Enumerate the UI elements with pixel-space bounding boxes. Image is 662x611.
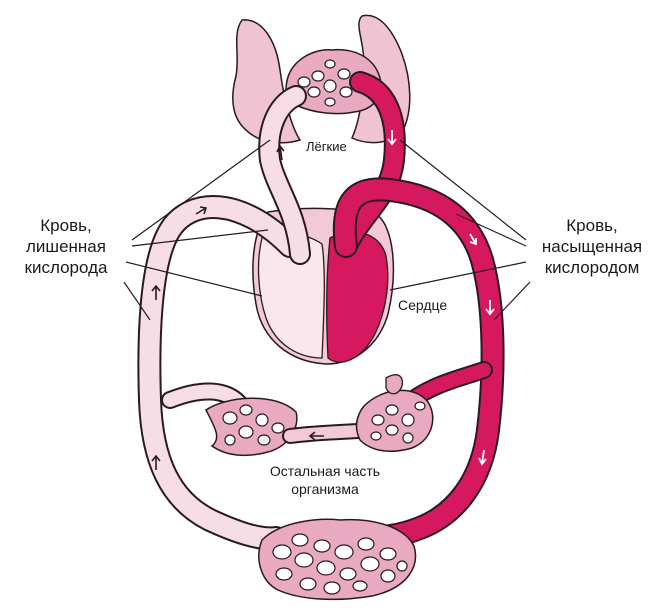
deoxygenated-label-line1: Кровь, <box>0 215 132 236</box>
deoxygenated-label-line2: лишенная <box>0 236 132 257</box>
lungs-label: Лёгкие <box>306 138 347 155</box>
oxygenated-label-line3: кислородом <box>522 257 662 278</box>
body-label-line1: Остальная часть <box>230 462 420 480</box>
deoxygenated-label: Кровь, лишенная кислорода <box>0 215 132 278</box>
oxygenated-label-line2: насыщенная <box>522 236 662 257</box>
deoxygenated-label-line3: кислорода <box>0 257 132 278</box>
right-tissue-tip <box>386 375 402 394</box>
oxygenated-label-line1: Кровь, <box>522 215 662 236</box>
body-label: Остальная часть организма <box>230 462 420 498</box>
oxygenated-label: Кровь, насыщенная кислородом <box>522 215 662 278</box>
right-tissue-capillaries <box>357 390 433 451</box>
body-label-line2: организма <box>230 480 420 498</box>
heart-label: Сердце <box>398 296 447 314</box>
